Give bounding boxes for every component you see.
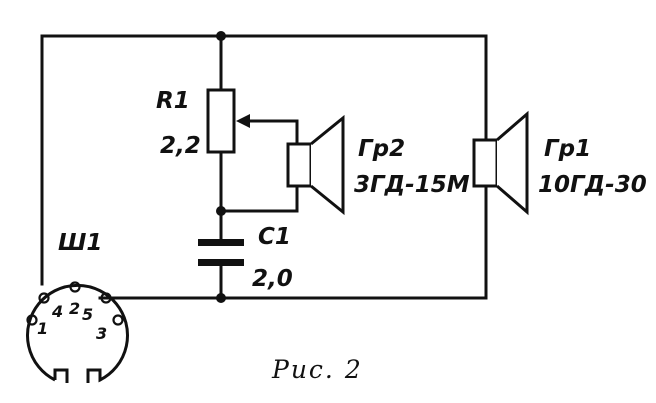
figure-caption: Рис. 2 [271,355,363,384]
junction-dot [216,293,226,303]
pin-hole [112,314,124,326]
c1-value-label: 2,0 [252,266,293,292]
sh1-ref-label: Ш1 [58,230,102,256]
capacitor-plate-bottom [198,259,244,266]
junctions [216,31,226,303]
pin-hole [69,281,81,293]
pin-label: 1 [37,319,48,338]
resistor-r1 [206,88,250,154]
speaker-gr2 [286,114,345,216]
capacitor-c1 [198,239,244,266]
wiring [40,34,488,300]
r1-ref-label: R1 [156,88,190,114]
gr1-ref-label: Гр1 [544,136,591,162]
speaker-cone-icon [310,114,345,216]
pin-hole [100,292,112,304]
pin-label: 2 [69,299,80,318]
pin-hole [38,292,50,304]
pin-label: 4 [51,302,63,321]
wiper-arrow-icon [236,114,250,128]
speaker-gr1 [472,110,529,216]
resistor-body [206,88,236,154]
speaker-magnet [286,142,313,188]
gr2-return-wire [219,184,299,213]
junction-dot [216,206,226,216]
c1-ref-label: C1 [258,224,291,250]
connector-outline [26,283,129,383]
gr1-model-label: 10ГД-30 [538,172,647,198]
gr2-model-label: 3ГД-15М [354,172,470,198]
junction-dot [216,31,226,41]
pin-hole [26,314,38,326]
r1-value-label: 2,2 [160,133,201,159]
speaker-magnet [472,138,499,188]
speaker-cone-icon [496,110,529,216]
gr2-ref-label: Гр2 [358,136,405,162]
connector-key-notch [53,368,69,383]
capacitor-plate-top [198,239,244,246]
pin-label: 3 [96,324,107,343]
pin-label: 5 [82,305,93,324]
gr2-feed-wire [242,119,299,146]
din-connector-sh1: 1 4 2 5 3 [26,281,129,383]
